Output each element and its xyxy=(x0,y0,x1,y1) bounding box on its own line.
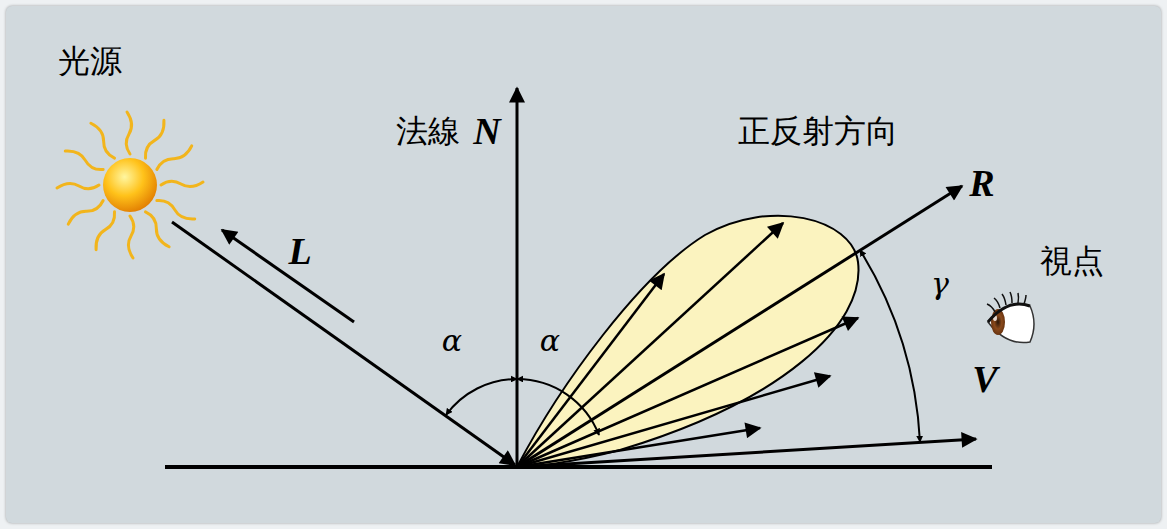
angle-arc xyxy=(446,379,517,415)
sun-icon xyxy=(57,112,203,258)
angle-arc xyxy=(860,250,920,442)
normal-vector xyxy=(516,88,519,467)
angle-label: γ xyxy=(931,267,949,300)
light-vector xyxy=(222,230,354,322)
angle-arc xyxy=(517,379,599,435)
light-source-label: 光源 xyxy=(58,44,122,79)
viewpoint-label: 視点 xyxy=(1040,244,1104,279)
vector-label: N xyxy=(473,111,500,153)
incident-ray xyxy=(172,222,515,465)
reflected-rays xyxy=(517,223,858,467)
eye-icon xyxy=(987,292,1034,343)
vector-label: V xyxy=(972,359,997,401)
reflection-vector xyxy=(517,186,962,467)
angle-label: α xyxy=(442,324,462,357)
reflection-direction-label: 正反射方向 xyxy=(738,114,898,149)
vector-label: L xyxy=(288,231,311,273)
vector-label: R xyxy=(969,163,994,205)
surface-line xyxy=(165,465,992,469)
specular-lobe xyxy=(517,216,859,467)
angle-label: α xyxy=(540,324,560,357)
normal-label: 法線 xyxy=(396,114,460,149)
view-vector xyxy=(517,439,976,467)
